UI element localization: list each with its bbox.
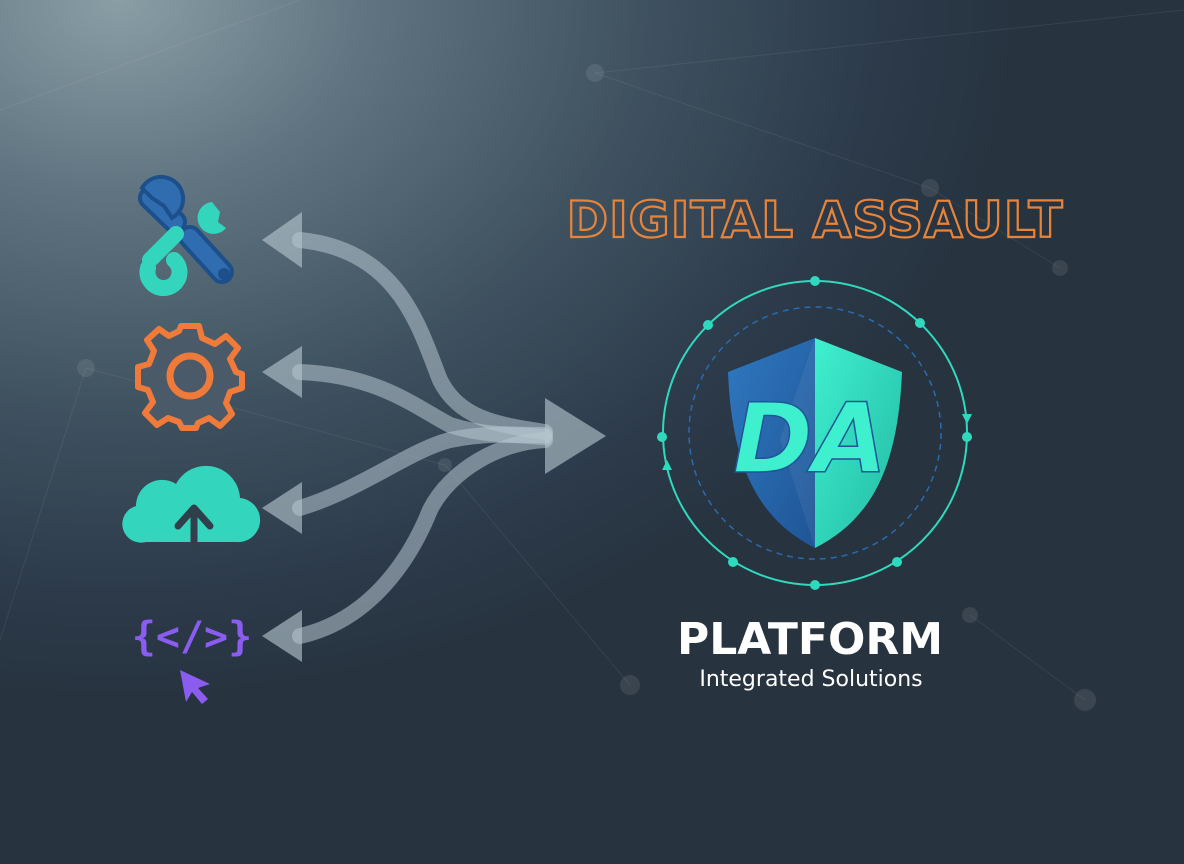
arrowhead-gear (262, 346, 302, 398)
arrowheads (262, 212, 606, 662)
arrowhead-tools (262, 212, 302, 268)
logo-monogram: DA (733, 383, 887, 495)
tools-icon (138, 174, 234, 297)
flow-arrows (292, 232, 553, 644)
background-nodes (77, 64, 1096, 711)
cloud-upload-icon (122, 465, 261, 552)
platform-tagline: Integrated Solutions (699, 667, 922, 692)
app-title: DIGITAL ASSAULT (567, 191, 1064, 249)
code-cursor-icon: {</>} (132, 614, 252, 704)
gear-icon (135, 323, 245, 431)
shield-logo-icon: DA (728, 338, 902, 548)
arrowhead-cloud (262, 482, 302, 534)
orbit-ring (657, 276, 972, 590)
code-icon-glyph: {</>} (132, 614, 252, 660)
platform-name: PLATFORM (677, 614, 943, 665)
arrowhead-platform (545, 398, 606, 474)
arrowhead-code (262, 610, 302, 662)
